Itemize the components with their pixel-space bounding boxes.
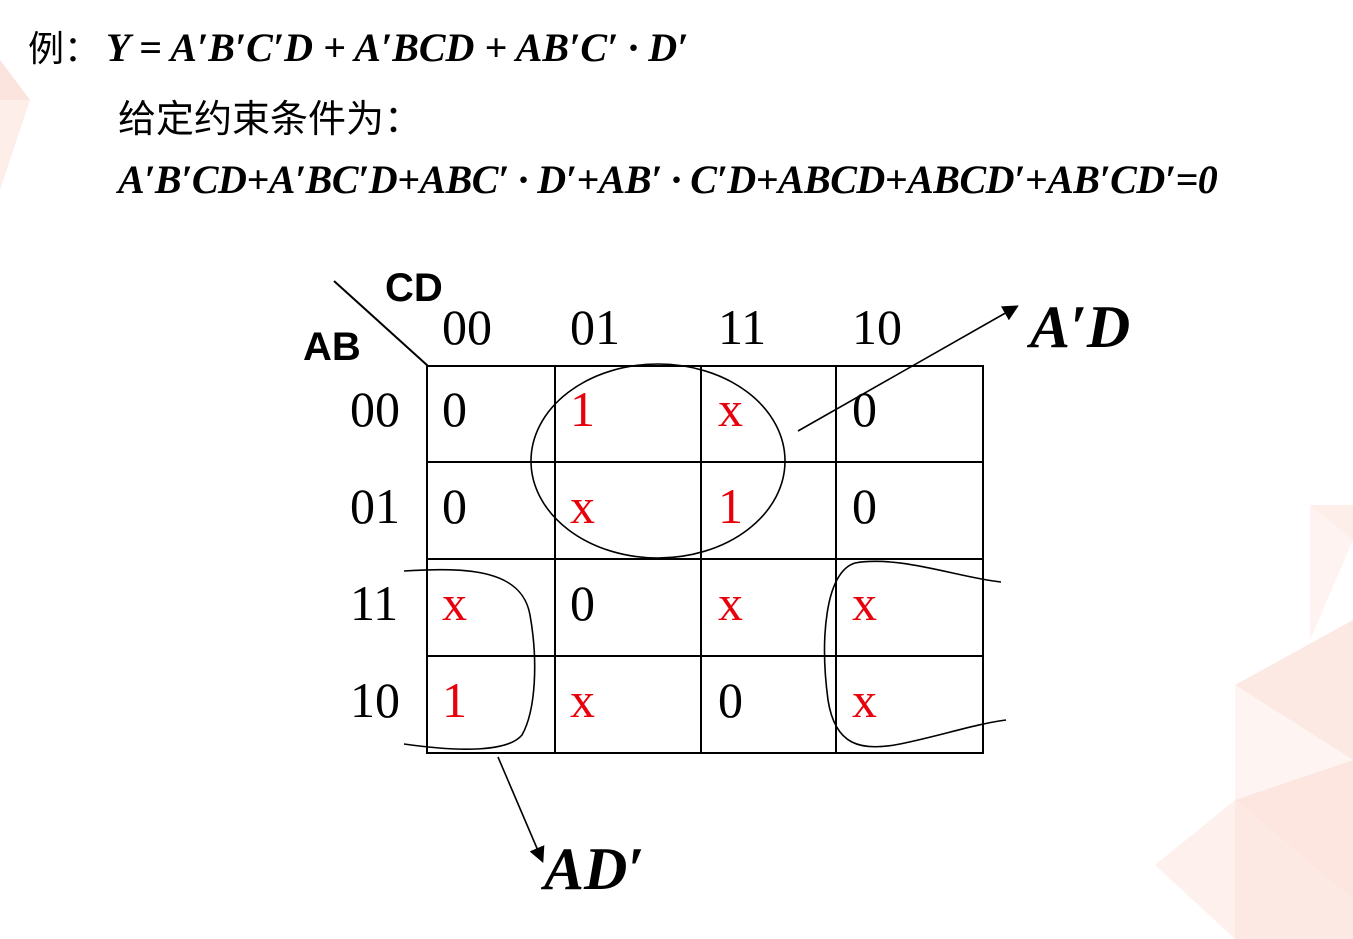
kmap-cell-r1-c2: 1 bbox=[718, 478, 743, 534]
corner-label-cd: CD bbox=[385, 266, 443, 310]
deco-triangle-right-3 bbox=[1235, 620, 1353, 760]
column-header-11: 11 bbox=[718, 299, 766, 355]
example-equation: Y = A′B′C′D + A′BCD + AB′C′ · D′ bbox=[106, 25, 689, 70]
deco-triangle-right-4 bbox=[1235, 685, 1353, 800]
row-header-10: 10 bbox=[350, 672, 400, 728]
deco-triangle-right-2 bbox=[1310, 505, 1353, 640]
row-header-11: 11 bbox=[350, 575, 398, 631]
column-header-00: 00 bbox=[442, 299, 492, 355]
corner-diagonal-line bbox=[333, 280, 429, 367]
group-loop-right-ad-not bbox=[823, 560, 1007, 748]
kmap-cell-r0-c3: 0 bbox=[852, 381, 877, 437]
kmap-cell-r2-c1: 0 bbox=[570, 575, 595, 631]
kmap-cell-r3-c0: 1 bbox=[442, 672, 467, 728]
row-headers: 00 01 11 10 bbox=[350, 381, 400, 728]
constraint-label: 给定约束条件为： bbox=[118, 97, 423, 141]
term-label-a-not-d: A′D bbox=[1026, 294, 1130, 360]
arrow-to-a-not-d bbox=[797, 305, 1019, 432]
column-headers: 00 01 11 10 bbox=[442, 299, 902, 355]
kmap-cell-r2-c3: x bbox=[852, 575, 877, 631]
deco-triangle-right-5 bbox=[1235, 760, 1353, 900]
kmap-grid bbox=[426, 365, 984, 754]
column-header-10: 10 bbox=[852, 299, 902, 355]
example-line: 例：Y = A′B′C′D + A′BCD + AB′C′ · D′ bbox=[28, 20, 688, 72]
row-header-00: 00 bbox=[350, 381, 400, 437]
kmap-cell-r1-c3: 0 bbox=[852, 478, 877, 534]
kmap-cell-r0-c1: 1 bbox=[570, 381, 595, 437]
deco-triangle-right-7 bbox=[1235, 800, 1353, 939]
group-loop-left-ad-not bbox=[403, 568, 536, 750]
term-label-ad-not: AD′ bbox=[540, 836, 644, 902]
column-header-01: 01 bbox=[570, 299, 620, 355]
group-ellipse-a-not-d bbox=[530, 363, 786, 559]
deco-triangle-left-2 bbox=[0, 60, 30, 100]
kmap-cell-r2-c2: x bbox=[718, 575, 743, 631]
group-loops bbox=[403, 363, 1007, 750]
kmap-cell-r1-c0: 0 bbox=[442, 478, 467, 534]
kmap-cell-r3-c1: x bbox=[570, 672, 595, 728]
kmap-cell-r0-c2: x bbox=[718, 381, 743, 437]
kmap-cell-r2-c0: x bbox=[442, 575, 467, 631]
arrow-to-ad-not bbox=[497, 756, 545, 863]
kmap-cell-r0-c0: 0 bbox=[442, 381, 467, 437]
kmap-cell-r3-c3: x bbox=[852, 672, 877, 728]
kmap-cell-r3-c2: 0 bbox=[718, 672, 743, 728]
kmap-cell-r1-c1: x bbox=[570, 478, 595, 534]
row-header-01: 01 bbox=[350, 478, 400, 534]
corner-label-ab: AB bbox=[303, 325, 361, 369]
example-label: 例： bbox=[28, 29, 101, 70]
constraint-equation: A′B′CD+A′BC′D+ABC′ · D′+AB′ · C′D+ABCD+A… bbox=[118, 157, 1218, 202]
deco-triangle-right-6 bbox=[1155, 800, 1235, 939]
